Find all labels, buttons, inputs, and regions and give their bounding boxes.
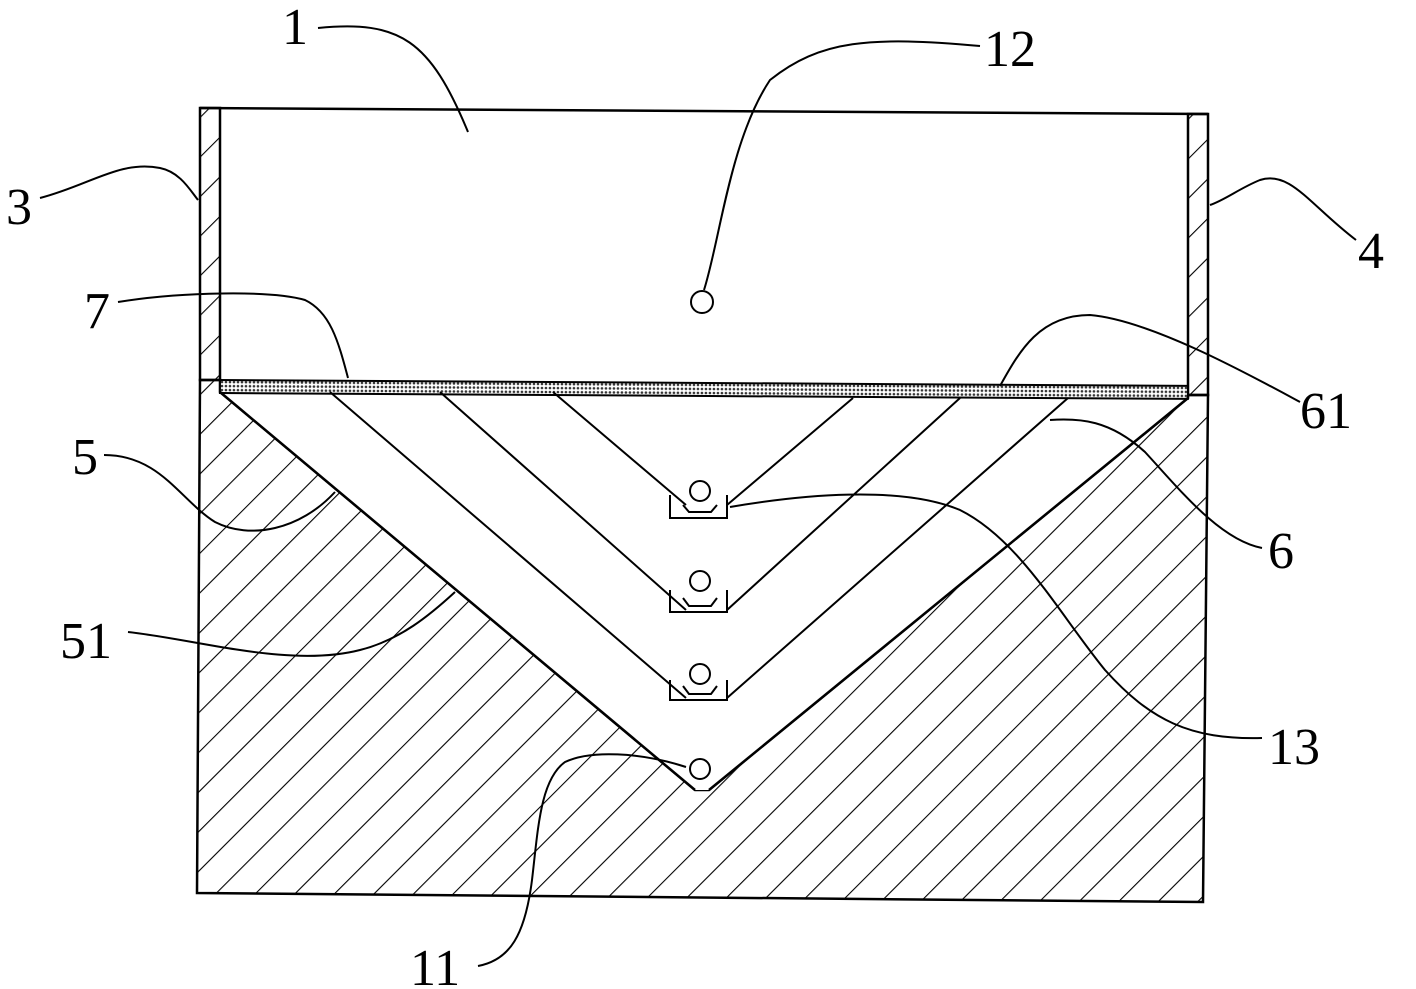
leader-7 xyxy=(117,292,349,379)
label-1: 1 xyxy=(282,0,308,56)
label-51: 51 xyxy=(60,613,112,670)
label-7: 7 xyxy=(84,283,110,340)
leader-12 xyxy=(703,40,981,291)
leader-6 xyxy=(1049,418,1263,549)
inner-v-channel-1 xyxy=(552,391,854,506)
label-4: 4 xyxy=(1358,223,1384,280)
upper-inlet xyxy=(690,290,714,314)
leader-5 xyxy=(103,454,336,532)
label-5: 5 xyxy=(72,429,98,486)
label-11: 11 xyxy=(410,940,460,989)
upper-chamber xyxy=(199,106,1209,116)
leader-51 xyxy=(127,591,456,657)
inner-v-channel-2 xyxy=(439,391,961,611)
outer-v-right-edge xyxy=(708,397,1189,791)
label-3: 3 xyxy=(6,179,32,236)
inner-v-channel-3 xyxy=(329,391,1069,699)
leader-11 xyxy=(477,753,687,967)
leader-4 xyxy=(1209,177,1357,241)
outer-v-left-edge xyxy=(219,391,696,791)
leader-1 xyxy=(317,25,469,133)
leader-61 xyxy=(999,313,1301,403)
label-61: 61 xyxy=(1300,383,1352,440)
leader-3 xyxy=(39,165,199,201)
filter-layer xyxy=(218,378,1189,400)
leader-13 xyxy=(729,493,1263,740)
outlet-pipe-3 xyxy=(669,663,728,701)
label-13: 13 xyxy=(1268,719,1320,776)
label-12: 12 xyxy=(984,21,1036,78)
bottom-outlet xyxy=(689,758,711,780)
outlet-pipe-1 xyxy=(669,480,728,519)
outlet-pipe-2 xyxy=(669,570,728,613)
left-side-wall xyxy=(198,106,222,382)
label-6: 6 xyxy=(1268,523,1294,580)
